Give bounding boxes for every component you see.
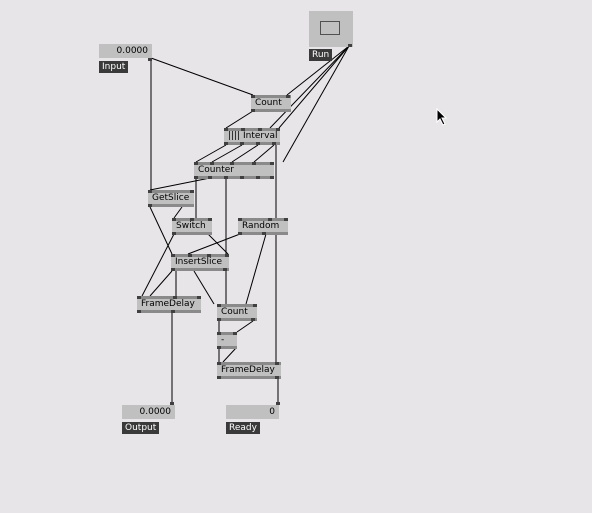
output-iobox[interactable]: 0.0000 xyxy=(122,405,175,419)
interval-node[interactable]: |||| Interval xyxy=(224,128,280,145)
node-label: Count xyxy=(255,98,282,108)
framedelay-node-left[interactable]: FrameDelay xyxy=(137,296,201,313)
input-label: Input xyxy=(99,61,129,73)
node-label: InsertSlice xyxy=(175,257,223,267)
output-value: 0.0000 xyxy=(139,407,172,417)
random-node[interactable]: Random xyxy=(238,218,288,235)
node-label: FrameDelay xyxy=(141,299,195,309)
bang-toggle-icon xyxy=(320,21,340,35)
run-bang-button[interactable] xyxy=(309,11,353,47)
switch-node[interactable]: Switch xyxy=(172,218,212,235)
minus-node[interactable]: - xyxy=(217,332,237,349)
getslice-node[interactable]: GetSlice xyxy=(148,190,194,207)
wire xyxy=(282,45,350,163)
run-out-pin[interactable] xyxy=(348,44,352,47)
output-in-pin[interactable] xyxy=(170,402,174,405)
node-label: Count xyxy=(221,307,248,317)
wire xyxy=(207,233,229,255)
mouse-pointer-icon xyxy=(436,108,448,126)
count-node-top[interactable]: Count xyxy=(251,95,291,112)
node-label: Switch xyxy=(176,221,206,231)
wire xyxy=(211,144,243,163)
wire xyxy=(173,206,183,219)
insertslice-node[interactable]: InsertSlice xyxy=(171,254,229,271)
input-value: 0.0000 xyxy=(116,46,149,56)
wire xyxy=(253,144,275,163)
wire xyxy=(149,206,173,255)
wire xyxy=(141,233,175,297)
wire xyxy=(231,144,259,163)
wire xyxy=(150,57,254,96)
node-label: GetSlice xyxy=(152,193,190,203)
node-label: - xyxy=(221,335,225,345)
input-iobox[interactable]: 0.0000 xyxy=(99,44,152,58)
node-label: FrameDelay xyxy=(221,365,275,375)
wire xyxy=(149,270,173,297)
wire xyxy=(236,320,254,333)
ready-label: Ready xyxy=(226,422,260,434)
wire xyxy=(195,144,227,163)
wire xyxy=(222,347,237,363)
run-label: Run xyxy=(309,49,333,61)
count-node-bottom[interactable]: Count xyxy=(217,304,257,321)
node-label: Counter xyxy=(198,165,234,175)
wire xyxy=(225,110,254,129)
node-label: |||| Interval xyxy=(228,131,278,141)
wire xyxy=(149,177,211,191)
framedelay-node-right[interactable]: FrameDelay xyxy=(217,362,281,379)
wire xyxy=(187,233,241,255)
ready-iobox[interactable]: 0 xyxy=(226,405,279,419)
output-label: Output xyxy=(122,422,160,434)
input-out-pin[interactable] xyxy=(148,58,152,61)
node-label: Random xyxy=(242,221,280,231)
wire xyxy=(245,233,267,305)
ready-in-pin[interactable] xyxy=(276,402,280,405)
ready-value: 0 xyxy=(269,407,275,417)
counter-node[interactable]: Counter xyxy=(194,162,274,179)
